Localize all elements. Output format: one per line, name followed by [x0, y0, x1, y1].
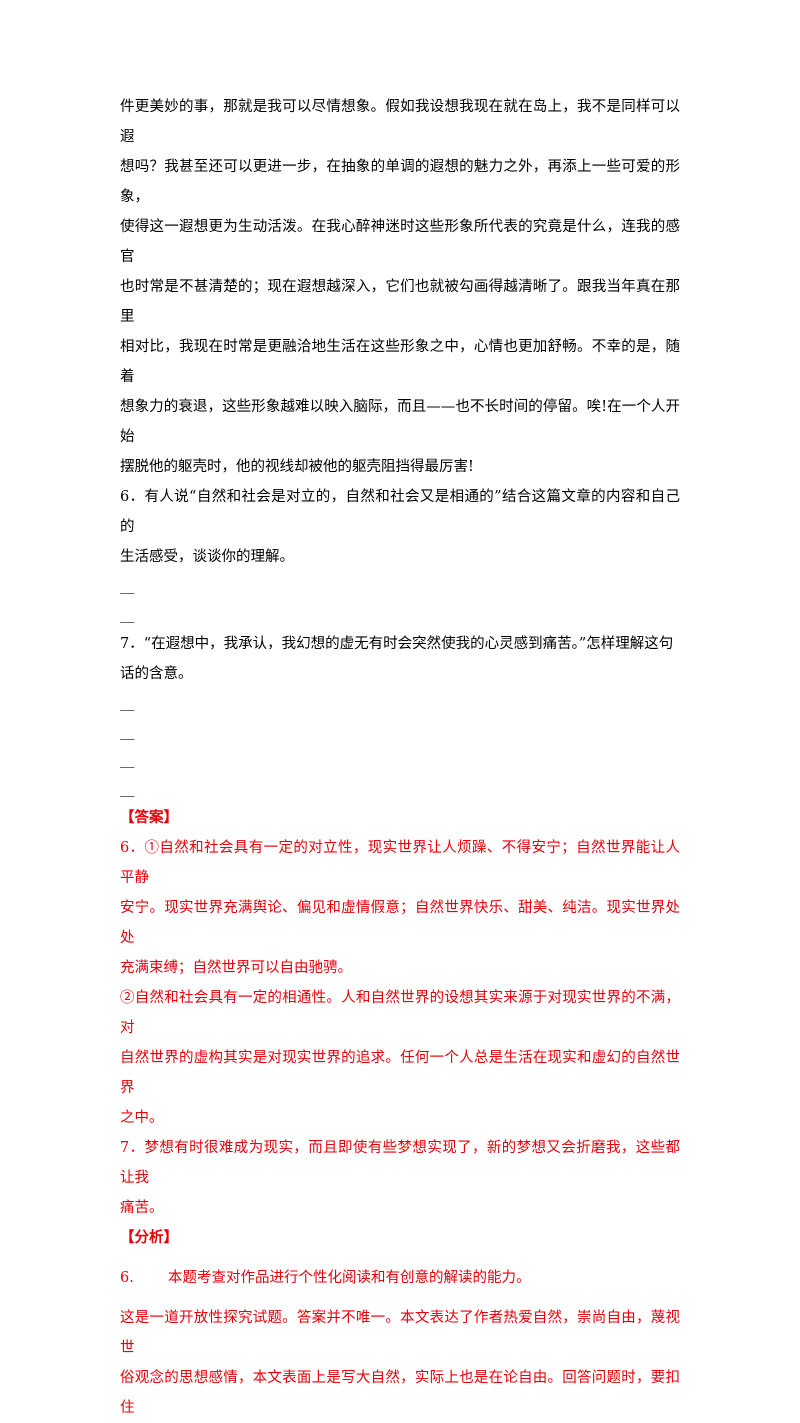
- document-page: 件更美妙的事，那就是我可以尽情想象。假如我设想我现在就在岛上，我不是同样可以遐 …: [120, 92, 680, 1423]
- passage-line: 想象力的衰退，这些形象越难以映入脑际，而且——也不长时间的停留。唉!在一个人开始: [120, 399, 680, 445]
- answer-blank[interactable]: __: [120, 606, 135, 623]
- analysis-line: 这是一道开放性探究试题。答案并不唯一。本文表达了作者热爱自然，崇尚自由，蔑视世: [120, 1310, 680, 1356]
- analysis-question-text: 本题考查对作品进行个性化阅读和有创意的解读的能力。: [168, 1270, 531, 1286]
- answer-line: 6．①自然和社会具有一定的对立性，现实世界让人烦躁、不得安宁；自然世界能让人平静: [120, 840, 680, 886]
- answer-blank[interactable]: __: [120, 578, 135, 594]
- answer-blank[interactable]: __: [120, 723, 135, 740]
- passage-line: 使得这一遐想更为生动活泼。在我心醉神迷时这些形象所代表的究竟是什么，连我的感官: [120, 219, 680, 265]
- passage-line: 摆脱他的躯壳时，他的视线却被他的躯壳阻挡得最厉害!: [120, 459, 474, 475]
- analysis-question-line: 6. 本题考查对作品进行个性化阅读和有创意的解读的能力。: [120, 1263, 680, 1293]
- passage-line: 想吗？我甚至还可以更进一步，在抽象的单调的遐想的魅力之外，再添上一些可爱的形象，: [120, 159, 680, 205]
- answer-line: 自然世界的虚构其实是对现实世界的追求。任何一个人总是生活在现实和虚幻的自然世界: [120, 1050, 680, 1096]
- question-line: 生活感受，谈谈你的理解。: [120, 549, 294, 565]
- question-6: 6．有人说“自然和社会是对立的，自然和社会又是相通的”结合这篇文章的内容和自己的…: [120, 482, 680, 629]
- analysis-header: 【分析】: [120, 1229, 178, 1246]
- question-line: 话的含意。: [120, 666, 193, 682]
- answer-line: 痛苦。: [120, 1200, 164, 1216]
- answer-section: 【答案】 6．①自然和社会具有一定的对立性，现实世界让人烦躁、不得安宁；自然世界…: [120, 803, 680, 1223]
- analysis-line: 俗观念的思想感情，本文表面上是写大自然，实际上也是在论自由。回答问题时，要扣住: [120, 1370, 680, 1416]
- passage: 件更美妙的事，那就是我可以尽情想象。假如我设想我现在就在岛上，我不是同样可以遐 …: [120, 92, 680, 482]
- answer-line: ②自然和社会具有一定的相通性。人和自然世界的设想其实来源于对现实世界的不满，对: [120, 990, 680, 1036]
- question-line: 7．“在遐想中，我承认，我幻想的虚无有时会突然使我的心灵感到痛苦。”怎样理解这句: [120, 636, 674, 652]
- answer-line: 之中。: [120, 1110, 164, 1126]
- answer-blank[interactable]: __: [120, 780, 135, 797]
- passage-line: 也时常是不甚清楚的；现在遐想越深入，它们也就被勾画得越清晰了。跟我当年真在那里: [120, 279, 680, 325]
- analysis-question-number: 6.: [120, 1270, 134, 1286]
- answer-blank[interactable]: __: [120, 695, 135, 711]
- answer-line: 充满束缚；自然世界可以自由驰骋。: [120, 960, 352, 976]
- question-7: 7．“在遐想中，我承认，我幻想的虚无有时会突然使我的心灵感到痛苦。”怎样理解这句…: [120, 629, 680, 803]
- answer-header: 【答案】: [120, 809, 178, 826]
- answer-line: 安宁。现实世界充满舆论、偏见和虚情假意；自然世界快乐、甜美、纯洁。现实世界处处: [120, 900, 680, 946]
- question-line: 6．有人说“自然和社会是对立的，自然和社会又是相通的”结合这篇文章的内容和自己的: [120, 489, 680, 535]
- answer-line: 7．梦想有时很难成为现实，而且即使有些梦想实现了，新的梦想又会折磨我，这些都让我: [120, 1140, 680, 1186]
- answer-blank[interactable]: __: [120, 752, 135, 768]
- passage-line: 相对比，我现在时常是更融洽地生活在这些形象之中，心情也更加舒畅。不幸的是，随着: [120, 339, 680, 385]
- analysis-section: 【分析】 6. 本题考查对作品进行个性化阅读和有创意的解读的能力。 这是一道开放性…: [120, 1223, 680, 1423]
- passage-line: 件更美妙的事，那就是我可以尽情想象。假如我设想我现在就在岛上，我不是同样可以遐: [120, 99, 680, 145]
